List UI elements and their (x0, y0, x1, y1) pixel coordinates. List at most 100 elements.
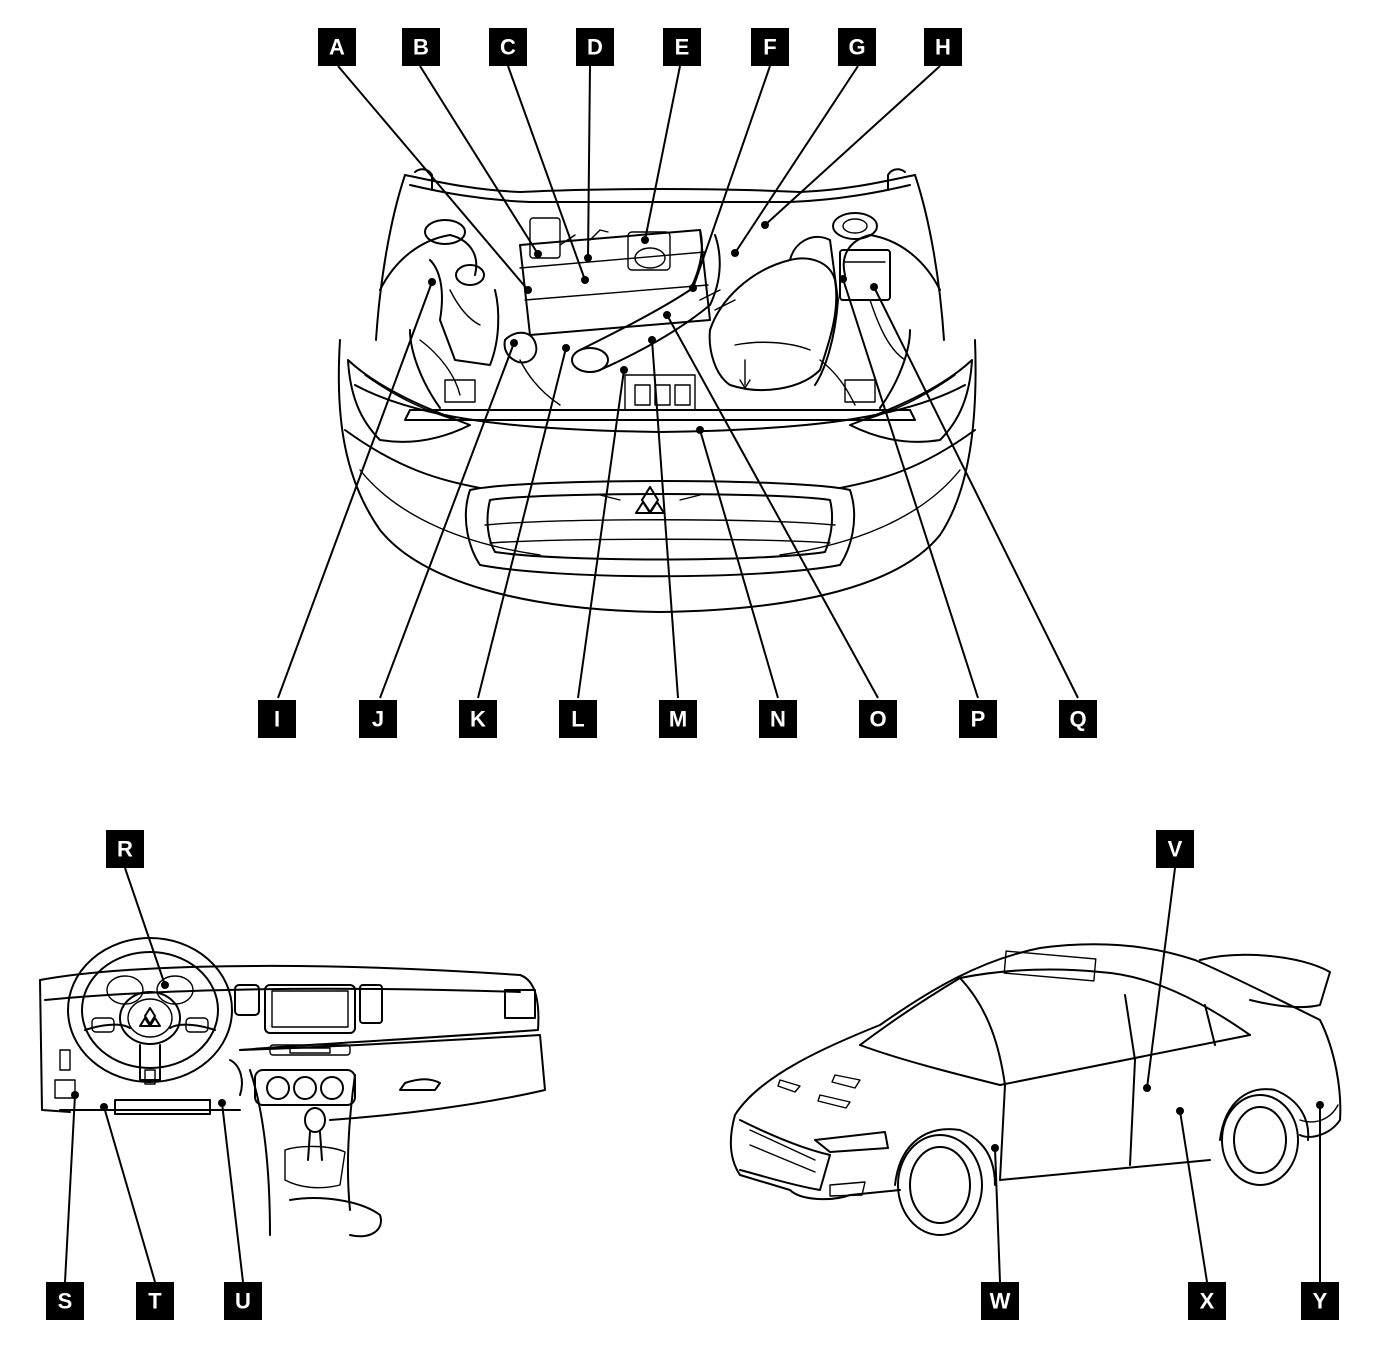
callout-tag-w: W (981, 1282, 1019, 1320)
callout-tag-n: N (759, 700, 797, 738)
callout-label: W (990, 1289, 1011, 1314)
point-p (839, 275, 847, 283)
leader-k (477, 347, 567, 699)
leader-t (103, 1106, 156, 1283)
callout-tag-y: Y (1301, 1282, 1339, 1320)
callout-tag-p: P (959, 700, 997, 738)
callout-label: R (117, 837, 133, 862)
leader-c (507, 65, 586, 281)
point-n (696, 426, 704, 434)
instrument-panel-illustration (39, 937, 546, 1238)
leader-p (842, 278, 979, 699)
leader-h (764, 65, 941, 226)
callout-label: L (571, 707, 584, 732)
point-d (584, 254, 592, 262)
callout-leaders (64, 65, 1324, 1283)
point-g (731, 249, 739, 257)
callout-tag-d: D (576, 28, 614, 66)
point-v (1143, 1084, 1151, 1092)
leader-b (419, 65, 539, 255)
callout-label: M (669, 707, 687, 732)
point-q (870, 283, 878, 291)
point-r (161, 981, 169, 989)
point-c (581, 276, 589, 284)
callout-tag-k: K (459, 700, 497, 738)
callout-tags: A B C D E F G H I J K L M N O P Q R S T … (46, 28, 1339, 1320)
vehicle-exterior-illustration (729, 943, 1342, 1236)
point-l (620, 366, 628, 374)
callout-label: O (869, 707, 886, 732)
point-u (218, 1099, 226, 1107)
callout-tag-e: E (663, 28, 701, 66)
leader-a (337, 65, 529, 291)
callout-label: N (770, 707, 786, 732)
leader-v (1146, 867, 1176, 1089)
callout-label: G (848, 35, 865, 60)
callout-label: X (1200, 1289, 1215, 1314)
callout-tag-u: U (224, 1282, 262, 1320)
leader-f (692, 65, 771, 289)
callout-label: V (1168, 837, 1183, 862)
callout-label: F (763, 35, 776, 60)
callout-label: S (58, 1289, 73, 1314)
callout-tag-g: G (838, 28, 876, 66)
point-j (510, 339, 518, 347)
point-y (1316, 1101, 1324, 1109)
callout-label: K (470, 707, 486, 732)
engine-compartment-illustration (337, 168, 977, 613)
callout-label: B (413, 35, 429, 60)
point-b (534, 250, 542, 258)
point-w (991, 1144, 999, 1152)
callout-tag-h: H (924, 28, 962, 66)
callout-label: Y (1313, 1289, 1328, 1314)
callout-tag-s: S (46, 1282, 84, 1320)
point-f (689, 284, 697, 292)
callout-label: H (935, 35, 951, 60)
point-a (524, 286, 532, 294)
point-x (1176, 1107, 1184, 1115)
leader-j (379, 342, 515, 699)
leader-e (644, 65, 681, 241)
leader-m (651, 339, 679, 699)
leader-s (64, 1094, 76, 1283)
callout-tag-i: I (258, 700, 296, 738)
point-o (663, 311, 671, 319)
callout-label: Q (1069, 707, 1086, 732)
callout-tag-o: O (859, 700, 897, 738)
callout-tag-t: T (136, 1282, 174, 1320)
callout-tag-j: J (359, 700, 397, 738)
point-e (641, 236, 649, 244)
point-t (100, 1103, 108, 1111)
point-s (71, 1091, 79, 1099)
callout-label: U (235, 1289, 251, 1314)
leader-d (587, 65, 591, 259)
callout-tag-m: M (659, 700, 697, 738)
callout-label: P (971, 707, 986, 732)
callout-label: J (372, 707, 384, 732)
leader-n (699, 429, 779, 699)
point-i (428, 278, 436, 286)
callout-tag-a: A (318, 28, 356, 66)
callout-tag-f: F (751, 28, 789, 66)
point-k (562, 344, 570, 352)
leader-x (1179, 1110, 1208, 1283)
callout-tag-q: Q (1059, 700, 1097, 738)
leader-o (666, 314, 879, 699)
leader-r (124, 867, 166, 986)
leader-g (734, 65, 859, 254)
callout-tag-b: B (402, 28, 440, 66)
callout-tag-l: L (559, 700, 597, 738)
callout-label: A (329, 35, 345, 60)
leader-u (221, 1102, 244, 1283)
leader-q (873, 286, 1079, 699)
callout-tag-v: V (1156, 830, 1194, 868)
callout-label: E (675, 35, 690, 60)
leader-l (577, 369, 625, 699)
point-h (761, 221, 769, 229)
leader-i (277, 281, 433, 699)
callout-label: C (500, 35, 516, 60)
callout-tag-c: C (489, 28, 527, 66)
callout-label: T (148, 1289, 162, 1314)
callout-label: D (587, 35, 603, 60)
